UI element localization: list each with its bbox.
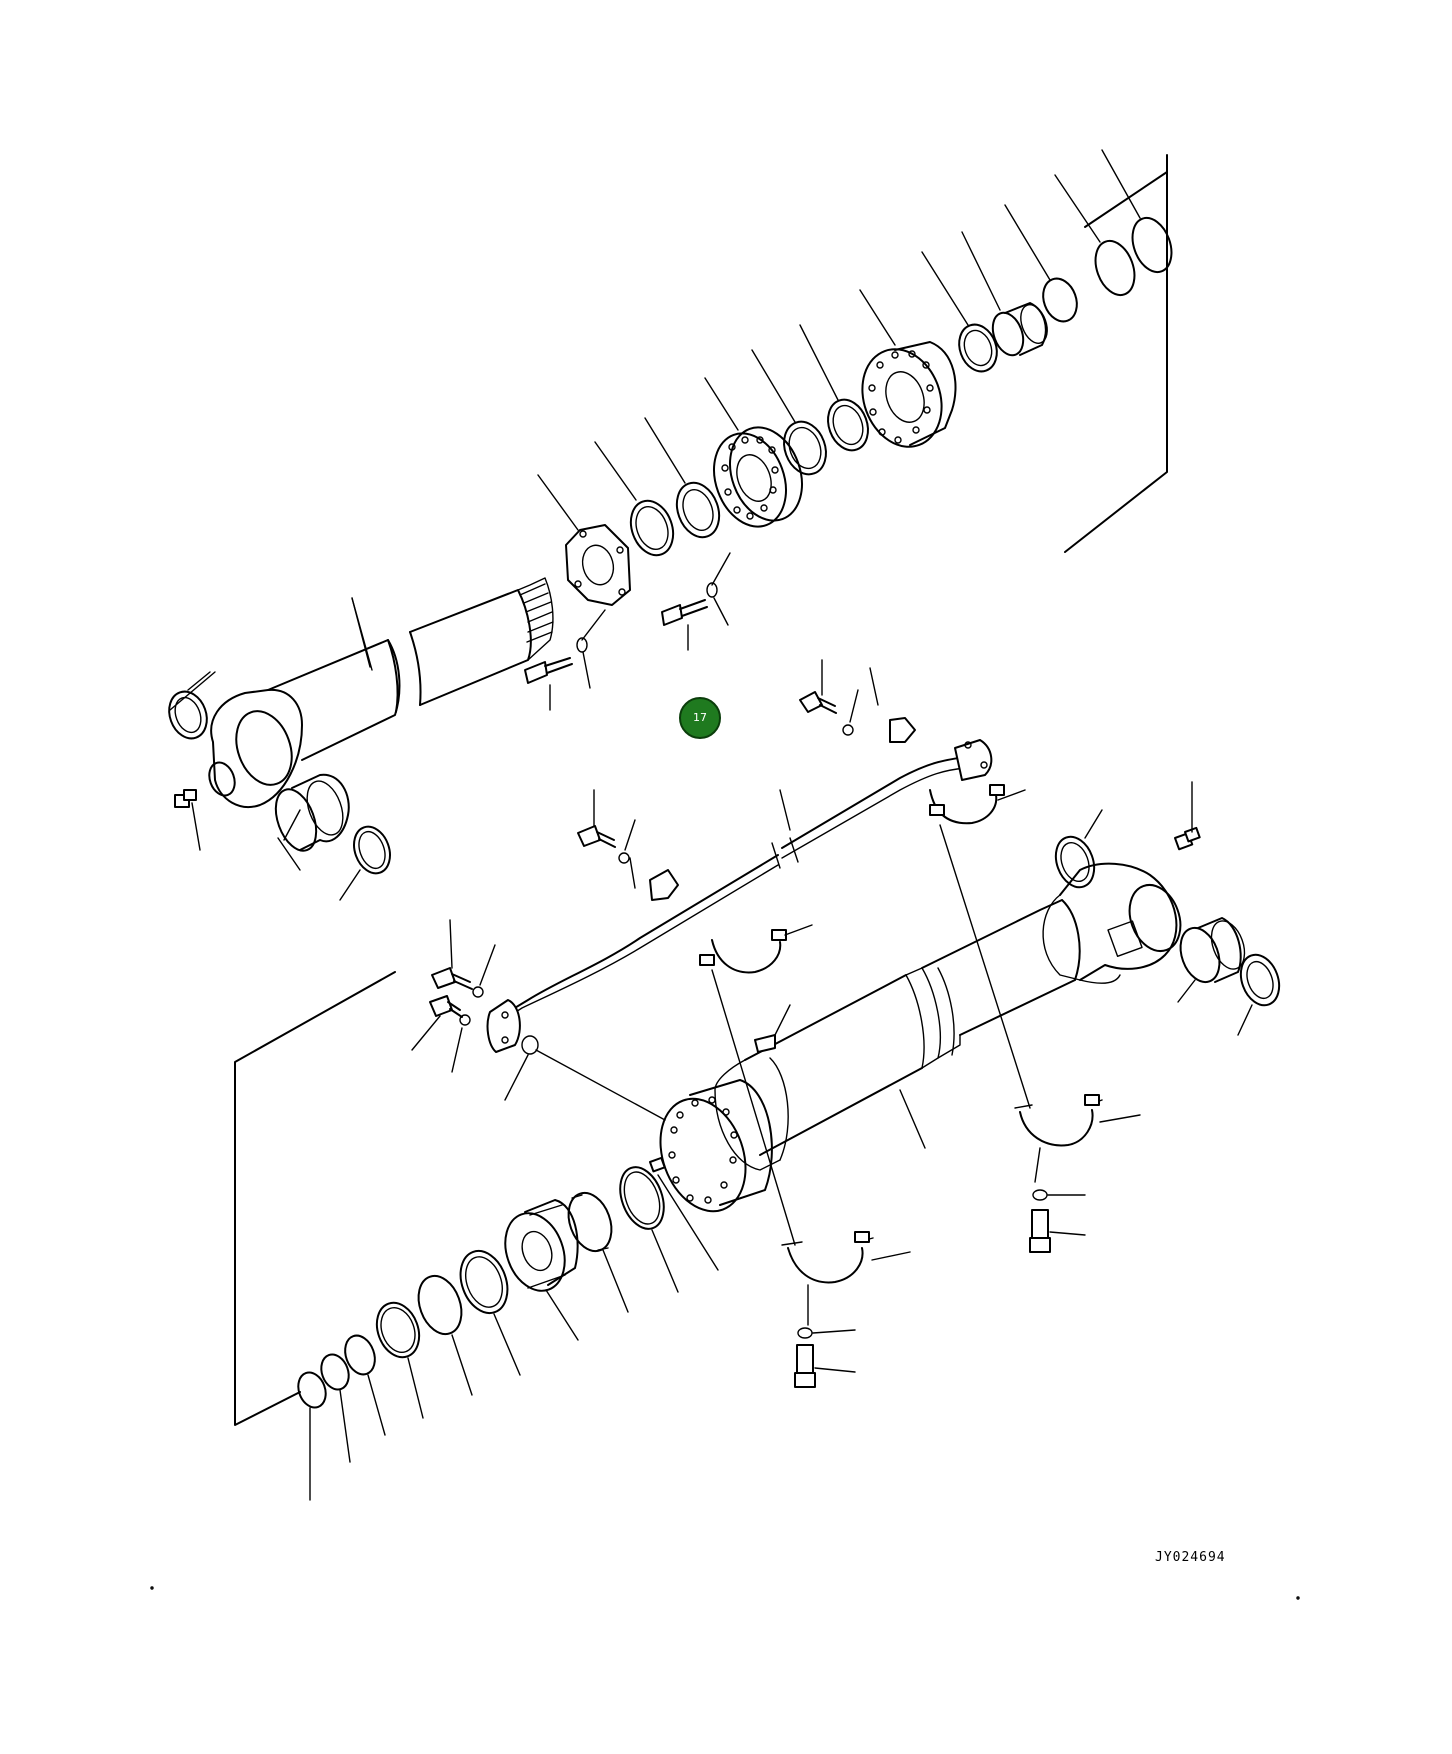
page-mark-left [150, 1586, 154, 1590]
page-mark-right [1296, 1596, 1300, 1600]
rod-break-right [409, 631, 422, 706]
piping [411, 659, 993, 1121]
piston-rod [267, 639, 401, 761]
cylinder-tube [659, 781, 1281, 1388]
rod-seal-1 [751, 349, 827, 476]
tube-clamp-3 [929, 784, 1031, 1109]
washer-pipe-4 [459, 1014, 471, 1026]
washer-pipe-1 [842, 724, 854, 736]
backup-ring-1 [320, 1353, 351, 1463]
rod-eye [208, 688, 303, 808]
washer-rod-2 [706, 582, 718, 598]
snap-ring [1004, 204, 1078, 323]
buffer-ring-2 [644, 417, 721, 539]
washer-pipe-2 [618, 852, 630, 864]
bolt-pipe-1 [799, 659, 837, 714]
o-ring-1 [1054, 174, 1136, 297]
cylinder-flange [659, 1079, 773, 1213]
pipe-line [507, 756, 966, 1013]
cylinder-head [859, 289, 957, 448]
rod-break-left [387, 639, 399, 713]
pipe-clamp-lower [629, 857, 679, 901]
bolt-pipe-4 [411, 995, 463, 1051]
bushing-right [1177, 917, 1246, 1003]
head-bushing [961, 231, 1048, 357]
set-screw [649, 1156, 719, 1271]
tube-clamp-2 [781, 1231, 911, 1326]
cushion-ring [344, 1334, 386, 1436]
pipe-o-ring [521, 1035, 539, 1055]
frame-line-lower [234, 971, 396, 1426]
piston [504, 1199, 579, 1341]
pipe-flange-right [954, 739, 993, 781]
gland-flange [704, 377, 803, 528]
seal-ring-right [1237, 953, 1281, 1036]
rod-threaded-end [409, 589, 532, 706]
dust-seal-left [168, 690, 208, 740]
piston-ring-2 [567, 1191, 629, 1313]
clamp-bolt-1 [1029, 1209, 1086, 1253]
tube-clamp-1 [1014, 1094, 1141, 1183]
piston-assembly [234, 971, 719, 1501]
clamp-washer-2 [797, 1327, 813, 1339]
seal-ring-left [353, 825, 391, 875]
callout-17[interactable] [679, 697, 721, 739]
bolt-pipe-3 [431, 919, 473, 990]
bolt-pipe-2 [577, 789, 616, 848]
clamp-bolt-2 [794, 1344, 856, 1388]
wear-ring-1 [417, 1274, 473, 1396]
wear-ring-2 [375, 1301, 424, 1419]
pipe-flange-left [486, 999, 521, 1053]
grease-fitting-left [174, 789, 201, 851]
rod-seal-2 [799, 324, 869, 452]
buffer-ring-1 [594, 441, 675, 557]
head-seal-1 [921, 251, 998, 373]
piston-seal [459, 1250, 521, 1376]
callout-17-label[interactable]: 17 [693, 711, 707, 724]
pipe-clamp-upper [869, 667, 916, 743]
cylinder-bottom-eye [1042, 862, 1182, 984]
bushing-left [274, 773, 350, 852]
tube-clamp-4 [699, 924, 813, 1246]
bolt-rod-1 [524, 657, 573, 711]
o-ring-2 [1101, 149, 1173, 274]
frame-line-upper [1064, 154, 1168, 553]
grease-fitting-right [1174, 781, 1201, 851]
name-plate [754, 1004, 791, 1053]
frame-line-upper-top [1084, 171, 1168, 228]
drawing-code: JY024694 [1155, 1550, 1226, 1565]
lock-plate [565, 524, 631, 606]
dust-seal-right [1054, 809, 1103, 889]
clamp-washer-1 [1032, 1189, 1048, 1201]
washer-rod-1 [576, 637, 588, 653]
piston-ring-1 [619, 1166, 679, 1293]
rod-assembly [168, 149, 1173, 901]
backup-ring-2 [297, 1371, 327, 1501]
washer-pipe-3 [472, 986, 484, 998]
bolt-rod-2 [661, 599, 708, 651]
